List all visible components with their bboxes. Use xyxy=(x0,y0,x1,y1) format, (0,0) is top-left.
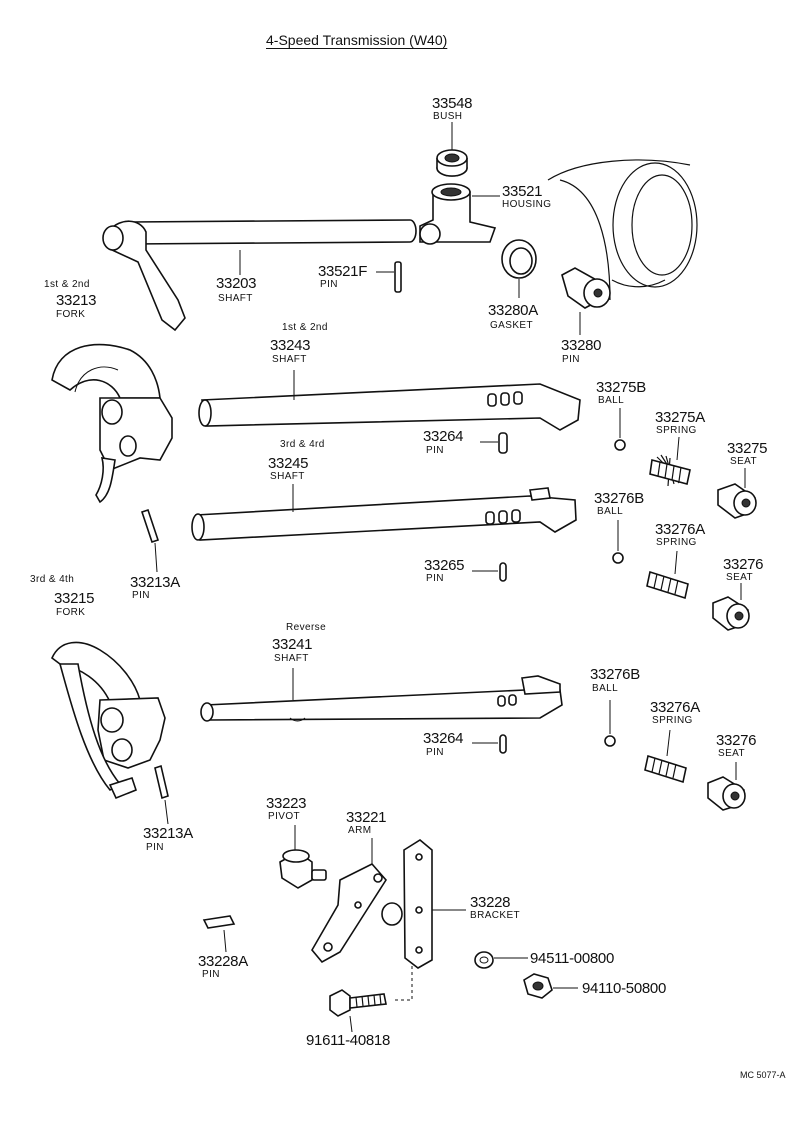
part-33243-number: 33243 xyxy=(270,337,311,354)
part-33215-note: 3rd & 4th xyxy=(30,574,75,585)
part-33276B-lower-number: 33276B xyxy=(590,666,640,683)
part-33276A-middle-number: 33276A xyxy=(655,521,705,538)
part-33243-name: SHAFT xyxy=(272,354,307,365)
part-33213A-lower-number: 33213A xyxy=(143,825,193,842)
part-33213-name: FORK xyxy=(56,309,86,320)
part-33280-number: 33280 xyxy=(561,337,602,354)
washer-94511-drawing xyxy=(474,951,528,969)
part-33275A-number: 33275A xyxy=(655,409,705,426)
part-33265-number: 33265 xyxy=(424,557,465,574)
part-33280-name: PIN xyxy=(562,354,580,365)
part-33521F-number: 33521F xyxy=(318,263,368,280)
part-33213A-upper-number: 33213A xyxy=(130,574,180,591)
part-33275B-number: 33275B xyxy=(596,379,646,396)
part-33264-lower-name: PIN xyxy=(426,747,444,758)
drawing-code: MC 5077-A xyxy=(740,1070,786,1080)
pin-33265-drawing xyxy=(472,562,507,582)
pin-33280-drawing xyxy=(561,267,611,335)
pin-33264-lower-drawing xyxy=(472,734,507,754)
part-33521F-name: PIN xyxy=(320,279,338,290)
detent-33275-drawing xyxy=(614,408,757,519)
part-33221-number: 33221 xyxy=(346,809,387,826)
bracket-33228-drawing xyxy=(381,839,466,969)
gasket-33280A-drawing xyxy=(501,239,537,298)
bush-33548-drawing xyxy=(436,122,468,177)
part-33203-name: SHAFT xyxy=(218,293,253,304)
shaft-33241-drawing xyxy=(200,668,563,722)
part-33215-name: FORK xyxy=(56,607,86,618)
part-33548-number: 33548 xyxy=(432,95,473,112)
part-33280A-name: GASKET xyxy=(490,320,533,331)
part-33276B-middle-name: BALL xyxy=(597,506,624,517)
part-33276-middle-name: SEAT xyxy=(726,572,753,583)
pin-33228A-drawing xyxy=(202,915,236,953)
part-33228-number: 33228 xyxy=(470,894,511,911)
part-33275A-name: SPRING xyxy=(656,425,697,436)
pivot-33223-drawing xyxy=(279,825,327,889)
assembly-dashed-line xyxy=(392,966,413,1001)
part-33276B-lower-name: BALL xyxy=(592,683,619,694)
part-33264-upper-number: 33264 xyxy=(423,428,464,445)
diagram-title: 4-Speed Transmission (W40) xyxy=(266,32,448,48)
part-33521-name: HOUSING xyxy=(502,199,552,210)
part-33276-lower-number: 33276 xyxy=(716,732,757,749)
part-33241-number: 33241 xyxy=(272,636,313,653)
part-33213-note: 1st & 2nd xyxy=(44,279,90,290)
part-33276A-middle-name: SPRING xyxy=(656,537,697,548)
part-33245-note: 3rd & 4rd xyxy=(280,439,325,450)
part-33265-name: PIN xyxy=(426,573,444,584)
part-33276-middle-number: 33276 xyxy=(723,556,764,573)
part-33275-name: SEAT xyxy=(730,456,757,467)
part-33276A-lower-name: SPRING xyxy=(652,715,693,726)
part-33275B-name: BALL xyxy=(598,395,625,406)
transmission-case-drawing xyxy=(547,159,698,301)
part-33241-name: SHAFT xyxy=(274,653,309,664)
part-33213-number: 33213 xyxy=(56,292,97,309)
detent-33276-lower-drawing xyxy=(604,700,746,811)
housing-33521-drawing xyxy=(419,183,500,245)
shaft-33203-drawing xyxy=(102,219,417,332)
part-33228A-name: PIN xyxy=(202,969,220,980)
part-33223-number: 33223 xyxy=(266,795,307,812)
part-33245-name: SHAFT xyxy=(270,471,305,482)
arm-33221-drawing xyxy=(311,838,387,964)
part-33243-note: 1st & 2nd xyxy=(282,322,328,333)
part-33548-name: BUSH xyxy=(433,111,463,122)
part-33521-number: 33521 xyxy=(502,183,543,200)
part-94511-number: 94511-00800 xyxy=(530,950,615,967)
pin-33264-upper-drawing xyxy=(480,432,508,454)
bolt-91611-drawing xyxy=(329,989,387,1033)
part-33275-number: 33275 xyxy=(727,440,768,457)
part-33264-lower-number: 33264 xyxy=(423,730,464,747)
part-33213A-lower-name: PIN xyxy=(146,842,164,853)
part-33241-note: Reverse xyxy=(286,622,327,633)
shaft-33243-drawing xyxy=(198,370,581,431)
part-33276-lower-name: SEAT xyxy=(718,748,745,759)
pin-33213A-lower-drawing xyxy=(154,764,169,825)
part-33213A-upper-name: PIN xyxy=(132,590,150,601)
shaft-33245-drawing xyxy=(191,484,577,541)
part-33264-upper-name: PIN xyxy=(426,445,444,456)
part-33223-name: PIVOT xyxy=(268,811,301,822)
part-91611-number: 91611-40818 xyxy=(306,1032,391,1049)
part-33276B-middle-number: 33276B xyxy=(594,490,644,507)
pin-33521F-drawing xyxy=(376,261,402,293)
nut-94110-drawing xyxy=(523,973,578,999)
part-33221-name: ARM xyxy=(348,825,372,836)
fork-33215-drawing xyxy=(51,641,166,800)
part-33245-number: 33245 xyxy=(268,455,309,472)
pin-33213A-upper-drawing xyxy=(140,508,160,573)
part-33276A-lower-number: 33276A xyxy=(650,699,700,716)
detent-33276-middle-drawing xyxy=(612,520,750,631)
part-33215-number: 33215 xyxy=(54,590,95,607)
part-33203-number: 33203 xyxy=(216,275,257,292)
part-33228-name: BRACKET xyxy=(470,910,521,921)
fork-33213-drawing xyxy=(51,343,173,504)
part-94110-number: 94110-50800 xyxy=(582,980,667,997)
part-33280A-number: 33280A xyxy=(488,302,538,319)
part-33228A-number: 33228A xyxy=(198,953,248,970)
